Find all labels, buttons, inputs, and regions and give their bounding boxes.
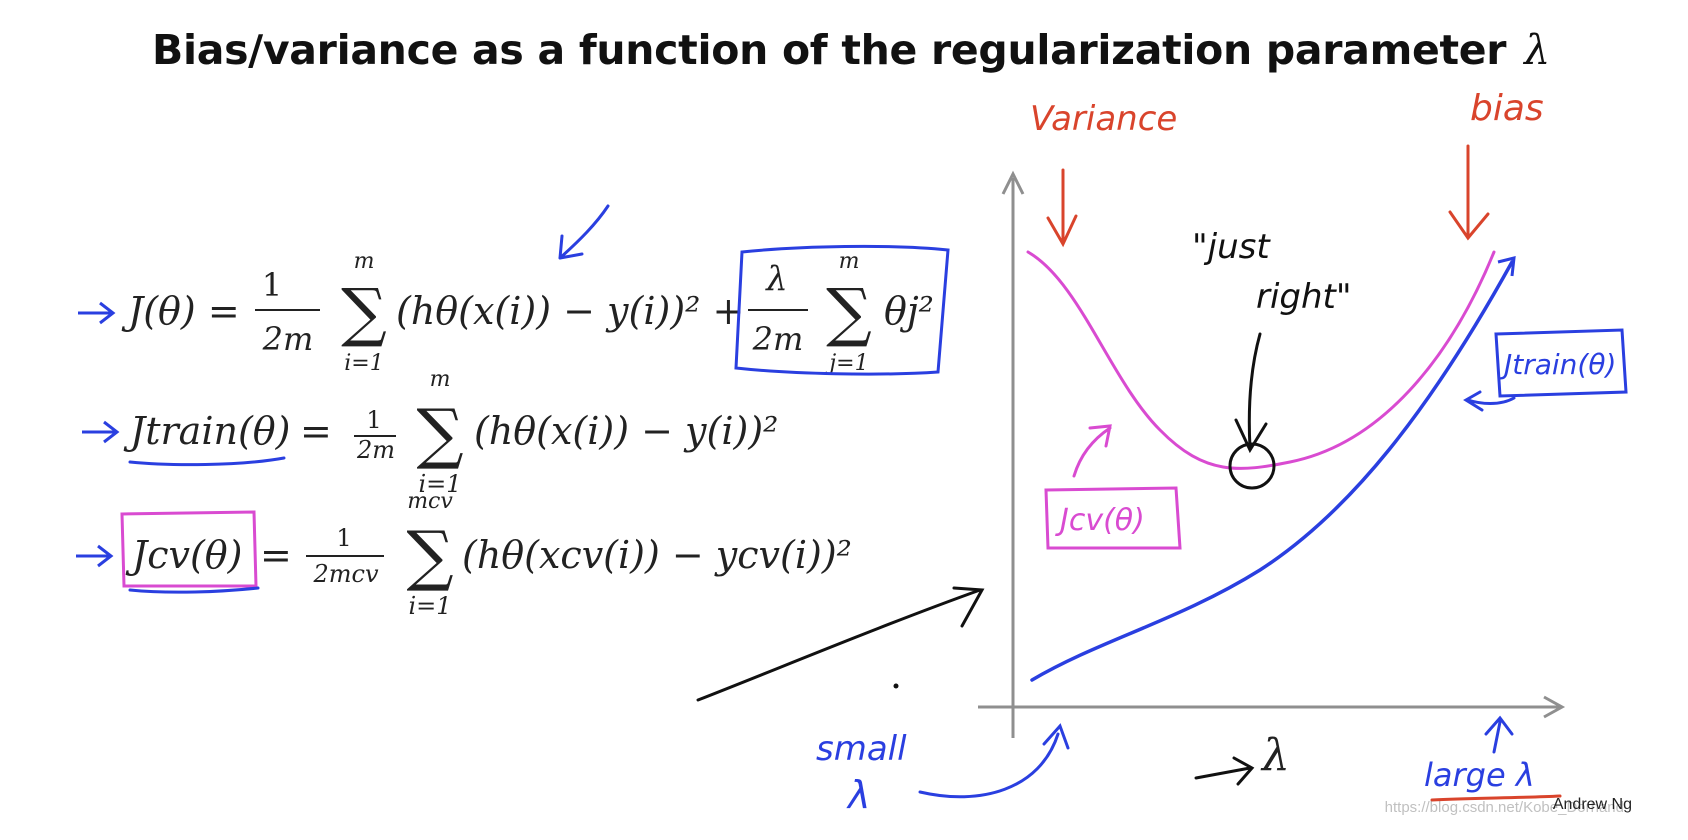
bias-label: bias — [1470, 88, 1544, 129]
large-lambda-label: large λ — [1424, 756, 1535, 794]
j-train-frac-denominator: 2m — [356, 436, 395, 464]
jtrain-label-box — [1494, 328, 1628, 398]
bias-arrow-icon — [1448, 144, 1490, 241]
small-lambda-arrow-icon — [918, 723, 1070, 799]
large-lambda-underline — [1430, 794, 1562, 802]
jtrain-curve-tip — [1497, 256, 1516, 277]
just-right-line2: right" — [1256, 277, 1352, 317]
reg-term: θj² — [884, 289, 934, 333]
arrow-icon — [558, 204, 610, 260]
j-theta-term: (hθ(x(i)) − y(i))² + — [396, 289, 744, 333]
reg-sum-symbol: ∑ — [826, 276, 872, 350]
j-cv-term: (hθ(xcv(i)) − ycv(i))² — [462, 533, 852, 577]
title-lambda: λ — [1524, 26, 1550, 74]
jcv-label-box — [1044, 486, 1182, 550]
j-train-sum-symbol: ∑ — [416, 395, 463, 472]
j-train-sum-top: m — [430, 367, 451, 392]
jcv-curve — [1026, 250, 1496, 470]
j-cv-frac-numerator: 1 — [336, 524, 351, 552]
minimum-point-circle — [1228, 442, 1276, 490]
variance-arrow-icon — [1046, 168, 1078, 248]
x-axis-arrowhead — [1543, 695, 1566, 719]
title-text: Bias/variance as a function of the regul… — [152, 26, 1507, 74]
reg-denominator: 2m — [752, 320, 804, 358]
j-train-equals: = — [300, 409, 332, 453]
variance-label: Variance — [1030, 99, 1177, 139]
reg-sum-top: m — [839, 249, 860, 274]
reg-numerator: λ — [764, 259, 788, 299]
j-theta-sum-top: m — [354, 249, 375, 274]
reg-sum-bottom: j=1 — [824, 351, 868, 376]
y-axis-arrowhead — [1001, 170, 1025, 195]
j-cv-sum-symbol: ∑ — [406, 517, 453, 594]
jtrain-curve — [1030, 260, 1514, 682]
equation-j-theta: J(θ) = 1 2m m ∑ i=1 (hθ(x(i)) − y(i))² +… — [78, 204, 950, 376]
watermark: https://blog.csdn.net/Kobe_Dorhand — [1384, 799, 1624, 816]
small-lambda-line2: λ — [846, 773, 871, 817]
small-lambda-line1: small — [816, 729, 907, 769]
arrow-icon — [78, 301, 116, 325]
arrow-icon — [82, 420, 120, 444]
author-credit: Andrew Ng — [1552, 796, 1632, 813]
j-cv-underline — [128, 586, 260, 594]
pointer-arrow-icon — [696, 586, 985, 702]
stray-ink-dot — [893, 683, 899, 689]
jtrain-label-arrow-icon — [1463, 390, 1516, 412]
j-cv-equals: = — [260, 533, 292, 577]
bias-variance-graph: Variance bias "just right" Jtrain(θ) Jcv… — [696, 88, 1628, 817]
regularization-highlight-box — [734, 244, 950, 376]
j-cv-frac-denominator: 2mcv — [312, 560, 378, 588]
j-theta-frac-numerator: 1 — [262, 266, 282, 304]
j-cv-sum-top: mcv — [407, 489, 453, 514]
j-train-sum-bottom: i=1 — [418, 470, 461, 498]
lambda-direction-arrow-icon — [1194, 756, 1255, 786]
just-right-line1: "just — [1192, 227, 1271, 267]
jcv-label: Jcv(θ) — [1055, 503, 1145, 538]
just-right-arrow-icon — [1234, 332, 1268, 454]
j-train-lhs: Jtrain(θ) — [123, 409, 290, 453]
equation-j-train: Jtrain(θ) = 1 2m m ∑ i=1 (hθ(x(i)) − y(i… — [82, 367, 778, 498]
jtrain-label: Jtrain(θ) — [1499, 348, 1616, 381]
j-theta-sum-symbol: ∑ — [341, 276, 387, 350]
j-cv-lhs: Jcv(θ) — [125, 533, 243, 577]
j-train-underline — [128, 456, 286, 467]
j-theta-lhs: J(θ) = — [121, 289, 240, 333]
equation-j-cv: Jcv(θ) = 1 2mcv mcv ∑ i=1 (hθ(xcv(i)) − … — [76, 489, 852, 620]
arrow-icon — [76, 544, 114, 568]
j-cv-sum-bottom: i=1 — [408, 592, 451, 620]
jcv-label-arrow-icon — [1072, 424, 1112, 478]
large-lambda-arrow-icon — [1484, 715, 1514, 754]
j-train-term: (hθ(x(i)) − y(i))² — [474, 409, 778, 453]
j-theta-sum-bottom: i=1 — [344, 351, 383, 376]
j-theta-frac-denominator: 2m — [262, 320, 314, 358]
slide-title: Bias/variance as a function of the regul… — [152, 26, 1550, 74]
j-cv-highlight-box — [120, 510, 258, 588]
j-train-frac-numerator: 1 — [366, 406, 381, 434]
x-axis-lambda: λ — [1260, 730, 1290, 781]
